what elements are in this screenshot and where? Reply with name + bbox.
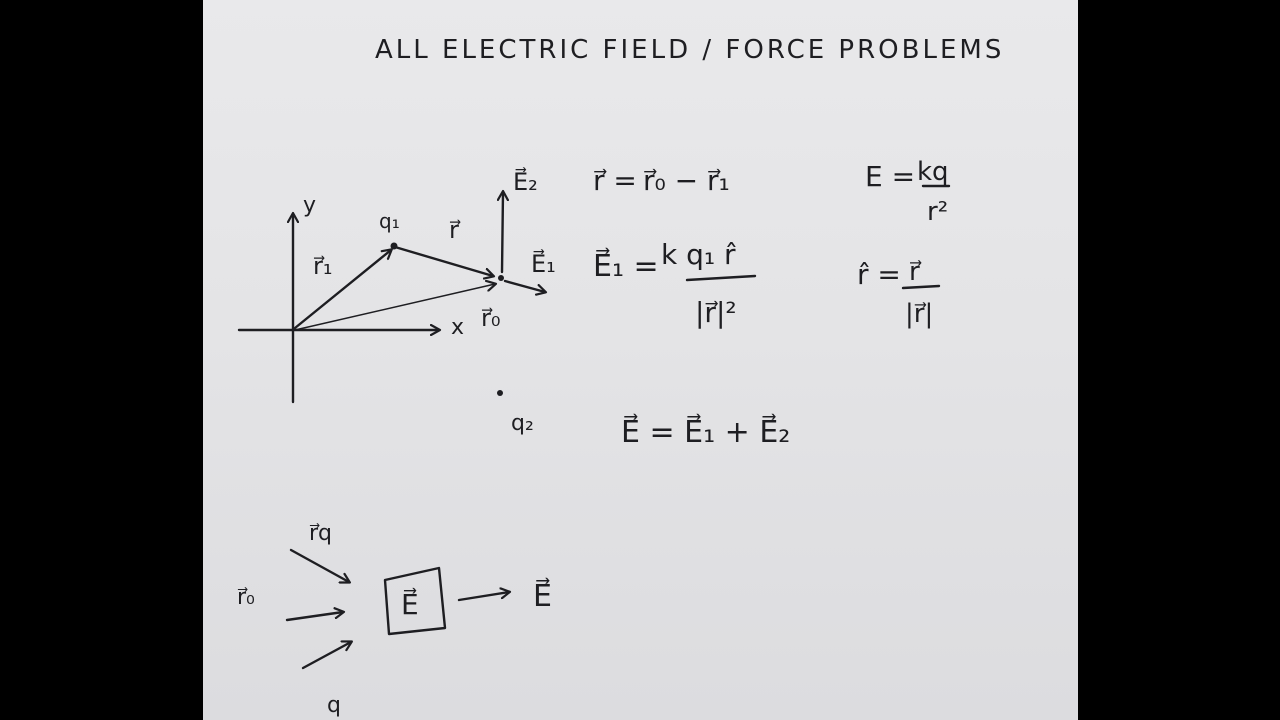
- flow-arrow-r0: [285, 612, 343, 622]
- eq-rhat-fraction-bar: [901, 284, 941, 290]
- field-E2-arrow: [502, 192, 503, 274]
- eq-E1-left: E⃗₁ =: [593, 248, 659, 284]
- label-q2: q₂: [511, 411, 534, 436]
- eq-r-def-right: r⃗₀ − r⃗₁: [643, 164, 730, 197]
- eq-E1-fraction-bar: [685, 274, 757, 282]
- flow-output-label: E⃗: [533, 578, 552, 614]
- flow-function-box: [383, 566, 447, 636]
- eq-rhat-denominator: |r⃗|: [905, 299, 933, 329]
- field-point-dot: [498, 275, 504, 281]
- eq-rhat-left: r̂ =: [857, 258, 901, 291]
- label-r: r⃗: [449, 216, 461, 244]
- paper-sheet: ALL ELECTRIC FIELD / FORCE PROBLEMS y x …: [203, 0, 1078, 720]
- charge-q2-dot: [497, 390, 503, 396]
- eq-E-mag-numerator: kq: [917, 157, 949, 187]
- flow-label-q: q: [327, 693, 341, 718]
- label-r0: r⃗₀: [481, 304, 501, 332]
- eq-E1-denominator: |r⃗|²: [695, 296, 737, 329]
- eq-rhat-numerator: r⃗: [909, 257, 922, 287]
- flow-arrow-output: [457, 592, 509, 602]
- eq-E-mag-left: E =: [865, 160, 915, 193]
- page-title: ALL ELECTRIC FIELD / FORCE PROBLEMS: [375, 35, 1004, 65]
- field-E1-arrow: [503, 279, 545, 292]
- handwritten-notes: ALL ELECTRIC FIELD / FORCE PROBLEMS y x …: [237, 35, 1004, 718]
- y-axis-label: y: [303, 193, 316, 218]
- flow-label-rq: r⃗q: [309, 521, 332, 546]
- eq-superposition: E⃗ = E⃗₁ + E⃗₂: [621, 414, 790, 450]
- eq-r-def-left: r⃗ =: [593, 164, 637, 197]
- vector-r-arrow: [393, 245, 493, 276]
- label-E2: E⃗₂: [513, 167, 538, 196]
- flow-arrow-rq: [289, 548, 349, 582]
- flow-label-r0: r⃗₀: [237, 585, 255, 610]
- flow-arrow-q: [301, 642, 351, 670]
- label-q1: q₁: [379, 209, 400, 233]
- label-r1: r⃗₁: [313, 252, 333, 280]
- eq-E-mag-denominator: r²: [927, 197, 948, 227]
- eq-E1-numerator: k q₁ r̂: [661, 238, 736, 271]
- flow-box-label: E⃗: [401, 587, 419, 621]
- vector-r1-arrow: [293, 250, 391, 330]
- x-axis-label: x: [451, 315, 464, 340]
- label-E1: E⃗₁: [531, 249, 556, 278]
- vector-r0-arrow: [294, 284, 495, 331]
